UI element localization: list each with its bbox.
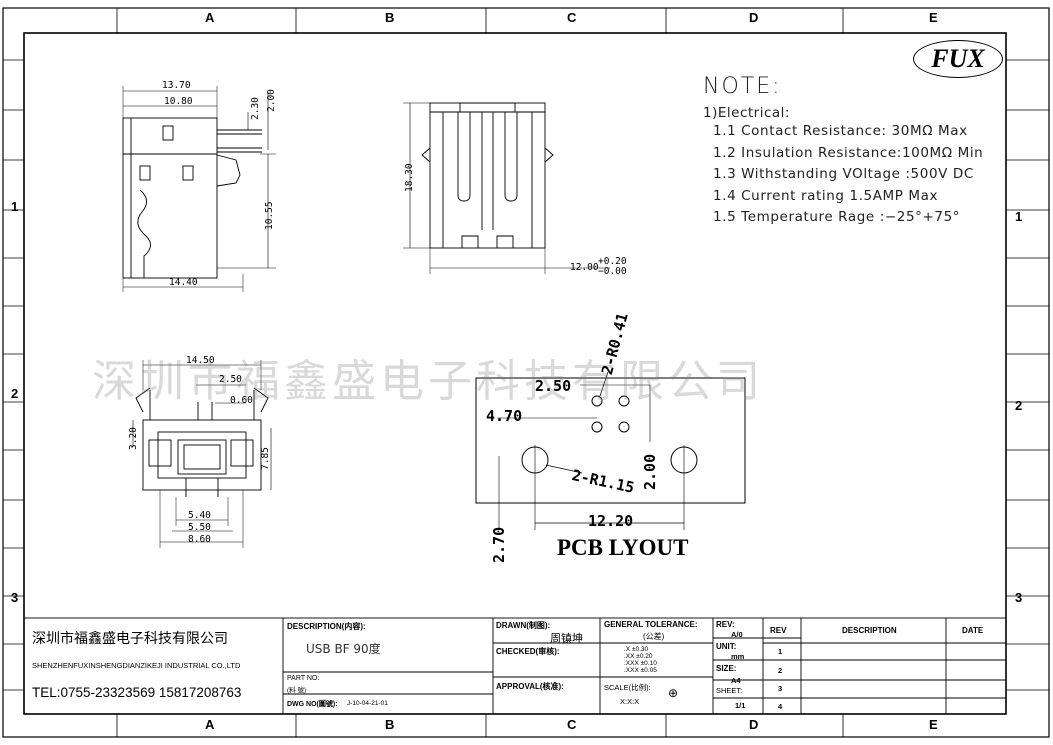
zone-label-left-1: 1 (11, 199, 19, 214)
dim-side-width: 12.00 (570, 262, 599, 273)
tolerance-row: .XXX ±0.05 (624, 667, 657, 674)
rev-table-header-date: DATE (962, 626, 984, 635)
checked-label: CHECKED(审核): (496, 647, 560, 656)
dim-front-h1: 2.30 (250, 97, 261, 120)
rev-table-header-rev: REV (770, 626, 787, 635)
dim-side-height: 18.30 (404, 163, 415, 192)
zone-label-left-3: 3 (11, 590, 19, 605)
rev-value: A/0 (731, 630, 743, 639)
dim-pcb-depth: 2.70 (490, 526, 508, 563)
zone-label-top-c: C (567, 10, 577, 25)
zone-label-right-2: 2 (1015, 398, 1023, 413)
dim-front-h2: 2.00 (266, 89, 277, 112)
sheet-value: 1/1 (735, 701, 746, 710)
zone-label-right-1: 1 (1015, 209, 1023, 224)
description-label: DESCRIPTION(内容): (287, 622, 366, 631)
size-label: SIZE: (716, 664, 737, 673)
note-heading: 1)Electrical: (703, 105, 790, 121)
approval-label: APPROVAL(核准): (496, 682, 564, 691)
dim-front-inner: 10.80 (164, 96, 193, 107)
rev-table-row: 3 (778, 684, 783, 693)
pcb-layout (475, 371, 746, 530)
tolerance-row: .X ±0.30 (624, 646, 649, 653)
side-view (403, 102, 610, 274)
zone-label-top-e: E (929, 10, 938, 25)
company-tel: TEL:0755-23323569 15817208763 (32, 685, 242, 700)
rev-table-header-description: DESCRIPTION (842, 626, 897, 635)
notes-block: NOTE: 1)Electrical: 1.1 Contact Resistan… (703, 74, 983, 229)
front-view (122, 86, 276, 292)
part-no-label: PART NO: (287, 675, 320, 682)
unit-value: mm (731, 652, 745, 661)
fux-logo: FUX (913, 40, 1003, 78)
scale-label: SCALE(比例): (604, 683, 651, 692)
zone-label-left-2: 2 (11, 386, 19, 401)
note-line: 1.3 Withstanding VOltage :500V DC (713, 166, 974, 183)
dim-bottom-top: 14.50 (186, 355, 215, 366)
rev-table-row: 4 (778, 702, 783, 711)
dim-side-tol-plus: +0.20 (598, 256, 627, 267)
tolerance-row: .XXX ±0.10 (624, 660, 657, 667)
zone-ticks (3, 8, 1049, 737)
dim-bottom-e: 8.60 (188, 534, 211, 545)
note-line: 1.2 Insulation Resistance:100MΩ Min (713, 144, 984, 161)
description-value: USB BF 90度 (306, 642, 381, 656)
tolerance-label: GENERAL TOLERANCE: (604, 620, 698, 629)
dwg-no-value: J-10-04-21-01 (347, 700, 388, 707)
rev-label: REV: (716, 620, 735, 629)
note-line: 1.5 Temperature Rage :−25°+75° (713, 209, 961, 226)
zone-label-bottom-d: D (749, 717, 759, 732)
scale-value: X:X:X (620, 697, 640, 706)
dim-pcb-offset: 4.70 (486, 407, 523, 425)
zone-label-right-3: 3 (1015, 590, 1023, 605)
tolerance-sublabel: (公差) (643, 632, 665, 641)
zone-label-top-d: D (749, 10, 759, 25)
drawn-by: 周镇坤 (550, 632, 583, 645)
projection-symbol: ⊕ (668, 686, 679, 700)
sheet-label: SHEET: (716, 686, 743, 695)
bottom-view (132, 360, 272, 548)
zone-label-top-a: A (205, 10, 215, 25)
zone-label-bottom-a: A (205, 717, 215, 732)
dim-bottom-b: 0.60 (230, 395, 253, 406)
dim-front-top: 13.70 (162, 80, 191, 91)
drawn-label: DRAWN(制图): (496, 621, 551, 630)
part-no-sublabel: (料 號) (287, 687, 307, 694)
dim-pcb-span: 12.20 (588, 512, 634, 530)
zone-label-top-b: B (385, 10, 395, 25)
dim-bottom-left: 3.20 (128, 427, 139, 450)
dwg-no-label: DWG NO(圖號): (287, 701, 338, 708)
dim-bottom-d: 5.50 (188, 522, 211, 533)
watermark: 深圳市福鑫盛电子科技有限公司 (92, 356, 764, 407)
zone-label-bottom-c: C (567, 717, 577, 732)
unit-label: UNIT: (716, 642, 737, 651)
dim-bottom-c: 5.40 (188, 510, 211, 521)
tolerance-row: .XX ±0.20 (624, 653, 653, 660)
size-value: A4 (731, 676, 741, 685)
pcb-layout-title: PCB LYOUT (557, 535, 689, 560)
dim-front-h3: 10.55 (264, 201, 275, 230)
zone-label-bottom-e: E (929, 717, 938, 732)
dim-pcb-pitch: 2.50 (535, 377, 572, 395)
rev-table-row: 1 (778, 647, 783, 656)
dim-front-bottom: 14.40 (169, 277, 198, 288)
company-name-cn: 深圳市福鑫盛电子科技有限公司 (32, 631, 228, 647)
title-block-grid (23, 617, 1007, 715)
dim-bottom-right: 7.85 (260, 447, 271, 470)
dim-side-tol-minus: −0.00 (598, 266, 627, 277)
company-name-en: SHENZHENFUXINSHENGDIANZIKEJI INDUSTRIAL … (32, 661, 241, 670)
zone-label-bottom-b: B (385, 717, 395, 732)
rev-table-row: 2 (778, 666, 783, 675)
dim-bottom-a: 2.50 (219, 374, 242, 385)
note-title: NOTE: (703, 74, 782, 99)
dim-pcb-row: 2.00 (641, 453, 659, 490)
note-line: 1.1 Contact Resistance: 30MΩ Max (713, 123, 968, 139)
note-line: 1.4 Current rating 1.5AMP Max (713, 187, 939, 204)
